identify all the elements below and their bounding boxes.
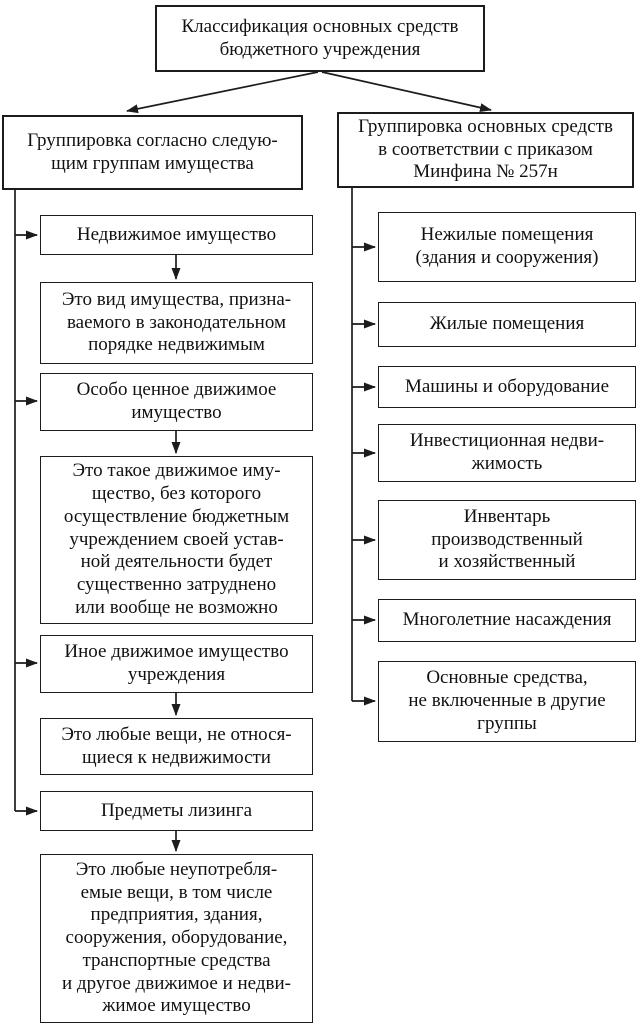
right-item-7: Основные средства, не включенные в други…: [378, 661, 636, 742]
right-item-4: Инвестиционная недви- жимость: [378, 424, 636, 482]
left-term-2: Особо ценное движимое имущество: [40, 373, 313, 431]
left-term-1: Недвижимое имущество: [40, 215, 313, 255]
arrow-title-to-right-header: [321, 71, 492, 112]
left-header-box: Группировка согласно следую- щим группам…: [2, 115, 303, 190]
title-box: Классификация основных средств бюджетног…: [155, 5, 485, 72]
right-item-2: Жилые помещения: [378, 302, 636, 347]
left-term-4: Предметы лизинга: [40, 791, 313, 831]
left-def-3: Это любые вещи, не относя- щиеся к недви…: [40, 718, 313, 775]
right-item-5: Инвентарь производственный и хозяйственн…: [378, 500, 636, 580]
right-item-3: Машины и оборудование: [378, 366, 636, 408]
left-term-3: Иное движимое имущество учреждения: [40, 635, 313, 693]
left-def-1: Это вид имущества, призна- ваемого в зак…: [40, 282, 313, 364]
right-item-1: Нежилые помещения (здания и сооружения): [378, 212, 636, 282]
right-header-box: Группировка основных средств в соответст…: [337, 112, 634, 188]
left-def-2: Это такое движимое иму- щество, без кото…: [40, 456, 313, 624]
left-def-4: Это любые неупотребля- емые вещи, в том …: [40, 854, 313, 1023]
arrow-title-to-left-header: [126, 71, 319, 114]
right-item-6: Многолетние насаждения: [378, 599, 636, 642]
